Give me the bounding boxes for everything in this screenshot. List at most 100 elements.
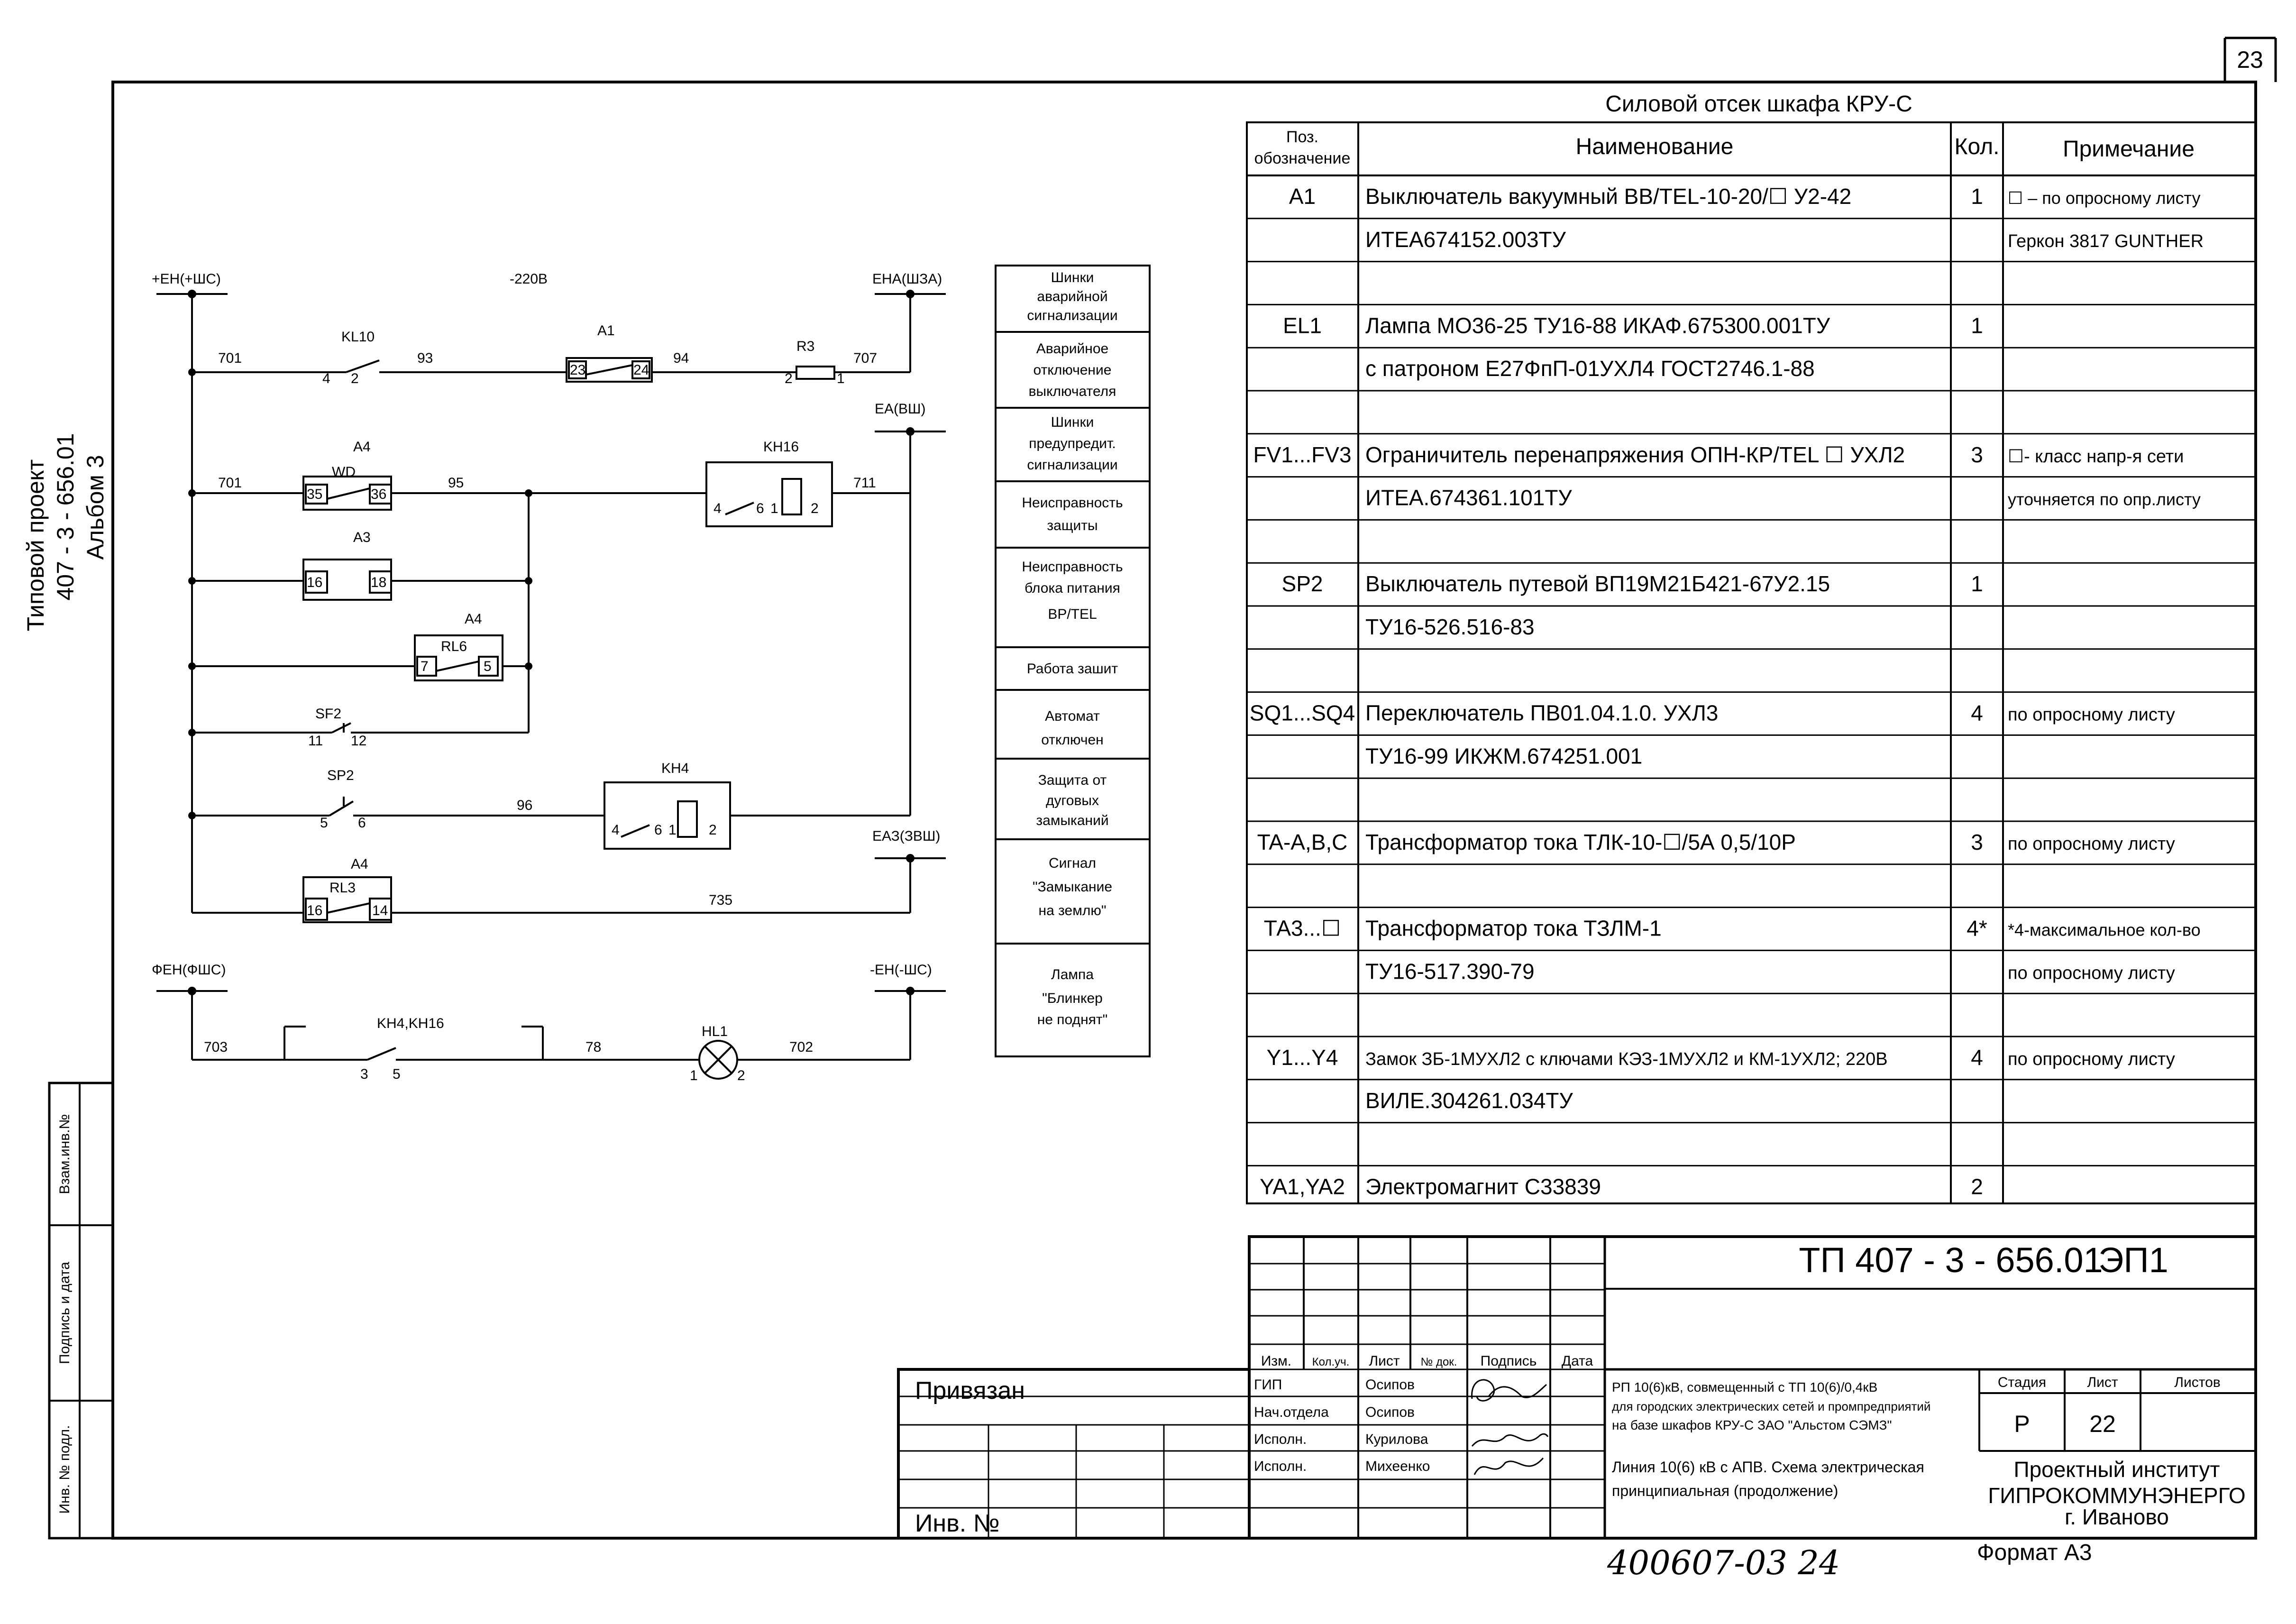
spec-cell-note: уточняется по опр.листу xyxy=(2008,490,2201,509)
hdr-ndoc: № док. xyxy=(1421,1356,1457,1368)
org-line2: ГИПРОКОММУНЭНЕРГО xyxy=(1988,1483,2245,1508)
label-a3: A3 xyxy=(353,530,371,545)
pin: 5 xyxy=(393,1066,401,1082)
bound-label: Привязан xyxy=(915,1377,1025,1404)
spec-title: Силовой отсек шкафа КРУ-С xyxy=(1605,92,1912,117)
pin: 35 xyxy=(307,486,322,502)
schematic-wires xyxy=(156,293,946,1080)
pin: 1 xyxy=(668,822,677,838)
signature-1 xyxy=(1471,1379,1547,1402)
inv-label: Инв. № xyxy=(915,1510,999,1537)
pin: 1 xyxy=(770,501,778,516)
org-line3: г. Иваново xyxy=(2065,1505,2169,1529)
legend-7-l1: Защита от xyxy=(1038,772,1107,788)
legend-2-l3: сигнализации xyxy=(1027,457,1117,473)
role-exec1: Исполн. xyxy=(1254,1431,1307,1447)
legend-6-l2: отключен xyxy=(1041,732,1103,748)
spec-cell-qty: 2 xyxy=(1971,1174,1983,1199)
title-block-text: ТП 407 - 3 - 656.01 ЭП1 Изм. Кол.уч. Лис… xyxy=(915,1240,2246,1582)
name-0: Осипов xyxy=(1365,1377,1415,1393)
pin: 1 xyxy=(690,1068,698,1083)
project-line1: РП 10(6)кВ, совмещенный с ТП 10(6)/0,4кВ xyxy=(1612,1380,1877,1395)
label-rl6: RL6 xyxy=(441,639,467,654)
stage-value: Р xyxy=(2014,1411,2030,1437)
role-head: Нач.отдела xyxy=(1254,1404,1329,1420)
pin: 4 xyxy=(713,501,722,516)
spec-cell-name: ТУ16-517.390-79 xyxy=(1365,959,1535,983)
spec-cell-pos: ТА3...☐ xyxy=(1264,916,1341,941)
signatures xyxy=(1471,1379,1549,1475)
name-2: Курилова xyxy=(1365,1431,1428,1447)
side-label-line3: Альбом 3 xyxy=(82,455,109,560)
label-sp2: SP2 xyxy=(327,768,354,783)
spec-cell-pos: A1 xyxy=(1289,184,1316,209)
spec-cell-note: по опросному листу xyxy=(2008,1049,2175,1069)
stage-label: Стадия xyxy=(1998,1375,2046,1390)
legend-9-l2: "Блинкер xyxy=(1042,991,1103,1006)
label-wd: WD xyxy=(332,464,356,480)
spec-cell-qty: 4* xyxy=(1967,916,1987,941)
label-hl1: HL1 xyxy=(702,1024,728,1039)
spec-cell-qty: 1 xyxy=(1971,313,1983,338)
spec-cell-name: ВИЛЕ.304261.034ТУ xyxy=(1365,1088,1573,1113)
signature-2 xyxy=(1471,1433,1549,1447)
legend-1-l1: Аварийное xyxy=(1036,341,1108,357)
bus-fen: ФЕН(ФШС) xyxy=(152,962,226,978)
spec-cell-note: по опросному листу xyxy=(2008,705,2175,725)
header-name: Наименование xyxy=(1576,134,1734,159)
legend-2-l1: Шинки xyxy=(1051,414,1094,430)
junction-dots xyxy=(188,290,915,995)
bus-en-plus: +ЕН(+ШС) xyxy=(152,271,221,287)
pin: 12 xyxy=(351,733,366,749)
pin: 4 xyxy=(612,822,620,838)
pin: 3 xyxy=(360,1066,368,1082)
label-kh4-kh16: KH4,KH16 xyxy=(377,1016,444,1031)
legend-text: Шинки аварийной сигнализации Аварийное о… xyxy=(1022,270,1123,1028)
signature-3 xyxy=(1473,1458,1544,1475)
spec-header: Поз. обозначение Наименование Кол. Приме… xyxy=(1254,128,2195,167)
legend-8-l2: "Замыкание xyxy=(1033,879,1112,895)
spec-cell-name: ТУ16-526.516-83 xyxy=(1365,615,1535,639)
side-label-line1: Типовой проект xyxy=(22,459,49,632)
pin: 2 xyxy=(709,822,717,838)
sheets-label: Листов xyxy=(2174,1375,2220,1390)
spec-cell-name: ИТЕА674152.003ТУ xyxy=(1365,227,1566,252)
pin: 18 xyxy=(371,575,386,590)
wire-735: 735 xyxy=(709,892,732,908)
legend-1-l2: отключение xyxy=(1034,362,1112,378)
wire-711: 711 xyxy=(853,475,876,491)
spec-cell-note: по опросному листу xyxy=(2008,963,2175,983)
pin: 5 xyxy=(484,659,492,674)
title-block-rows xyxy=(1249,1263,1605,1509)
wire-78: 78 xyxy=(585,1039,601,1055)
header-pos-line1: Поз. xyxy=(1286,128,1318,146)
side-field-inventory: Инв. № подл. xyxy=(57,1425,73,1514)
label-rl3: RL3 xyxy=(329,880,356,896)
spec-cell-pos: TA-A,B,C xyxy=(1257,830,1348,854)
wire-95: 95 xyxy=(448,475,464,491)
pin: 1 xyxy=(837,371,845,386)
legend-4-l2: блока питания xyxy=(1025,580,1120,596)
wire-701a: 701 xyxy=(218,350,242,366)
name-1: Осипов xyxy=(1365,1404,1415,1420)
legend-7-l3: замыканий xyxy=(1036,813,1108,828)
label-a4-1: A4 xyxy=(353,439,371,455)
pin: 6 xyxy=(358,815,366,831)
spec-cell-qty: 1 xyxy=(1971,571,1983,596)
wire-702: 702 xyxy=(789,1039,813,1055)
spec-cell-pos: FV1...FV3 xyxy=(1253,442,1351,467)
legend-6-l1: Автомат xyxy=(1045,708,1100,724)
pin: 16 xyxy=(307,903,322,918)
spec-cell-pos: Y1...Y4 xyxy=(1267,1045,1338,1070)
role-gip: ГИП xyxy=(1254,1377,1282,1393)
spec-cell-pos: YA1,YA2 xyxy=(1260,1174,1345,1199)
pin: 4 xyxy=(322,371,330,386)
pin: 6 xyxy=(654,822,662,838)
spec-cell-name: Замок ЗБ-1МУХЛ2 с ключами КЭЗ-1МУХЛ2 и К… xyxy=(1365,1049,1888,1069)
pin: 7 xyxy=(421,659,429,674)
doc-code: ТП 407 - 3 - 656.01 xyxy=(1799,1240,2103,1280)
hdr-data: Дата xyxy=(1562,1353,1593,1369)
spec-cell-pos: SQ1...SQ4 xyxy=(1250,701,1355,725)
label-a4-3: A4 xyxy=(351,856,368,872)
pin: 23 xyxy=(570,362,585,378)
